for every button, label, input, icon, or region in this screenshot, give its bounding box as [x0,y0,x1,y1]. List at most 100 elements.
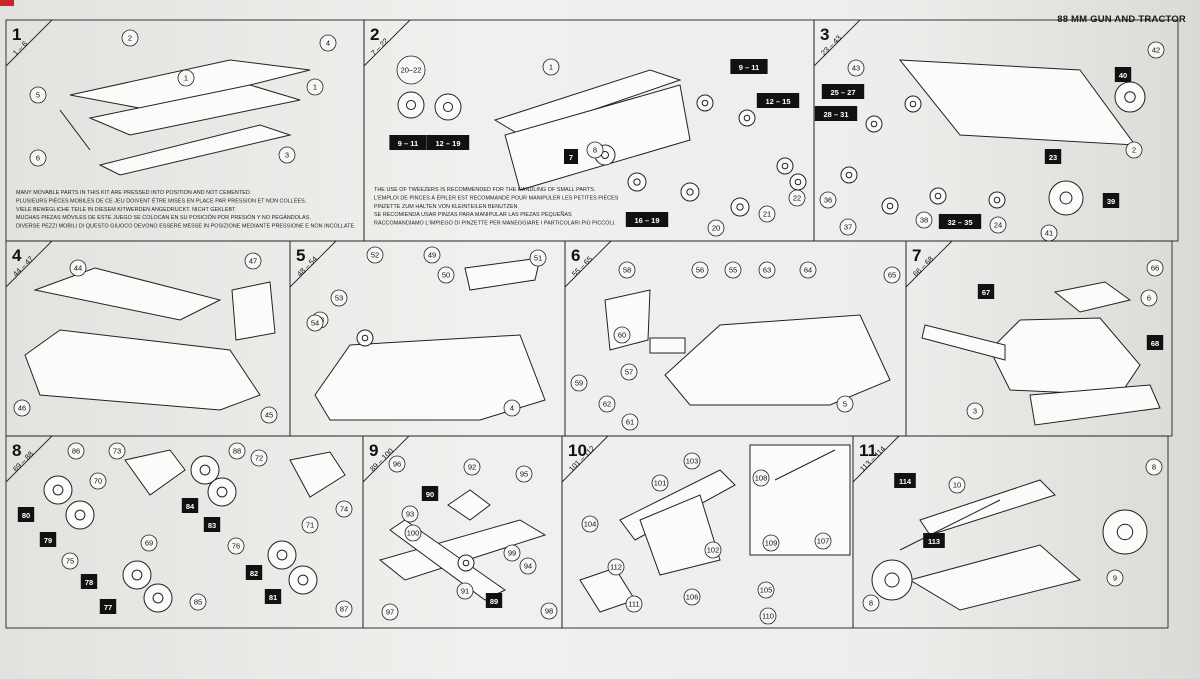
part-callout-label: 64 [804,266,812,275]
part-callout-circle [814,532,832,550]
part-callout-box [1114,67,1132,82]
step-number: 6 [571,246,580,265]
part-callout-circle [724,261,742,279]
part-callout-label: 55 [729,266,737,275]
part-sketch [921,324,1006,361]
part-callout-label: 5 [843,400,847,409]
step-panel: 548 – 54524950515348544 [289,240,566,437]
part-callout-box [485,593,503,608]
part-callout-label: 78 [85,578,93,587]
part-callout-box [977,284,995,299]
range-tab-line [905,240,953,288]
part-callout-circle [515,465,533,483]
part-callout-label: 96 [393,460,401,469]
part-callout-circle [519,557,537,575]
part-callout-circle [177,69,195,87]
part-callout-box [17,507,35,522]
part-callout-label: 74 [340,505,348,514]
part-callout-label: 93 [406,510,414,519]
part-callout-label: 102 [707,546,720,555]
wheel-hub-sketch [633,178,641,186]
part-callout-label: 56 [696,266,704,275]
panel-frame [852,435,1169,629]
part-callout-label: 36 [824,196,832,205]
part-callout-circle [683,588,701,606]
part-callout-box [99,599,117,614]
part-sketch [493,69,682,136]
part-callout-circle [301,516,319,534]
part-callout-circle [570,374,588,392]
part-callout-label: 12 – 19 [435,139,460,148]
instruction-note-line: SE RECOMIENDA USAR PINZAS PARA MANIPULAR… [374,211,572,218]
part-callout-circle [915,211,933,229]
part-callout-box [80,574,98,589]
part-callout-label: 28 – 31 [823,110,848,119]
part-callout-label: 12 – 15 [765,97,790,106]
step-number: 4 [12,246,22,265]
part-callout-label: 100 [407,529,420,538]
part-callout-box [245,565,263,580]
part-callout-label: 63 [763,266,771,275]
part-callout-label: 46 [18,404,26,413]
part-callout-label: 4 [326,39,330,48]
part-callout-circle [542,58,560,76]
wheel-hub-sketch [276,549,288,561]
range-tab-line [362,435,410,483]
wheel-hub-sketch [52,484,64,496]
range-tab-line [363,19,411,67]
part-callout-box [389,135,427,150]
wheel-hub-sketch [74,509,86,521]
part-callout-circle [404,524,422,542]
part-sketch [1053,281,1132,313]
part-callout-label: 54 [311,319,319,328]
part-callout-label: 111 [628,600,639,609]
part-sketch [1029,384,1161,426]
part-callout-label: 3 [285,151,289,160]
wheel-hub-sketch [199,464,211,476]
part-callout-label: 57 [625,368,633,377]
red-corner-mark [0,0,14,6]
part-callout-label: 113 [928,537,940,546]
part-callout-label: 49 [428,251,436,260]
wheel-hub-sketch [1116,523,1134,541]
wheel-hub-sketch [934,192,942,200]
part-callout-label: 32 – 35 [947,218,972,227]
wheel-hub-sketch [794,178,802,186]
wheel-hub-sketch [216,486,228,498]
part-callout-label: 62 [603,400,611,409]
part-sketch [289,451,346,498]
part-callout-label: 38 [920,216,928,225]
part-sketch [989,317,1141,396]
instruction-note-line: THE USE OF TWEEZERS IS RECOMMENDED FOR T… [374,187,595,193]
part-callout-label: 8 [869,599,873,608]
part-callout-box [39,532,57,547]
part-callout-circle [244,252,262,270]
part-sketch [639,494,721,576]
part-callout-label: 37 [844,223,852,232]
part-callout-box [821,84,865,99]
part-callout-label: 44 [74,264,82,273]
part-callout-label: 1 [549,63,553,72]
part-callout-label: 112 [610,563,622,572]
part-callout-label: 60 [618,331,626,340]
part-callout-label: 80 [22,511,30,520]
part-callout-box [923,533,945,548]
part-callout-circle [306,78,324,96]
part-callout-circle [13,399,31,417]
part-callout-label: 65 [888,271,896,280]
part-callout-label: 2 [128,34,132,43]
part-callout-label: 91 [461,587,469,596]
part-callout-circle [228,442,246,460]
part-callout-label: 10 [953,481,961,490]
part-callout-circle [752,469,770,487]
part-callout-label: 52 [371,251,379,260]
part-callout-label: 40 [1119,71,1127,80]
wheel-hub-sketch [886,202,894,210]
step-number: 3 [820,25,829,44]
part-callout-box [625,212,669,227]
part-callout-label: 69 [145,539,153,548]
instruction-note-line: PLUSIEURS PIÈCES MOBILES DE CE JEU DOIVE… [16,196,306,204]
part-callout-circle [456,582,474,600]
